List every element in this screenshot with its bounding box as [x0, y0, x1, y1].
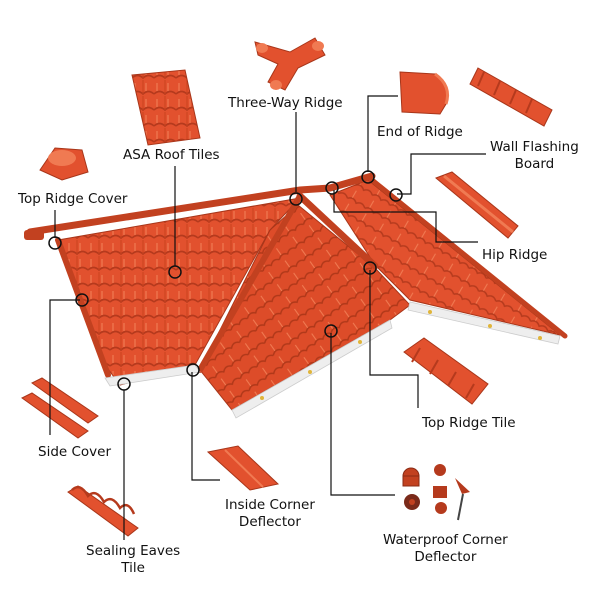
marker-three-way-ridge [289, 192, 303, 206]
marker-waterproof-corner-deflector [324, 324, 338, 338]
label-three-way-ridge: Three-Way Ridge [228, 95, 343, 111]
leader-lines [49, 95, 486, 540]
hip-ridge-strip [296, 192, 379, 270]
label-waterproof-corner-deflector-line2: Deflector [414, 549, 477, 565]
label-wall-flashing-board-line1: Wall Flashing [490, 139, 579, 155]
marker-end-of-ridge [361, 170, 375, 184]
marker-sealing-eaves-tile [117, 377, 131, 391]
label-inside-corner-deflector-line1: Inside Corner [225, 497, 315, 513]
label-end-of-ridge: End of Ridge [377, 124, 463, 140]
label-top-ridge-cover: Top Ridge Cover [18, 191, 128, 207]
marker-top-ridge-tile [363, 261, 377, 275]
label-waterproof-corner-deflector: Waterproof Corner Deflector [383, 532, 508, 566]
marker-side-cover [75, 293, 89, 307]
label-wall-flashing-board-line2: Board [514, 156, 555, 172]
label-hip-ridge: Hip Ridge [482, 247, 548, 263]
waterproof-corner-deflector-part [402, 464, 470, 521]
label-inside-corner-deflector-line2: Deflector [238, 514, 301, 530]
end-of-ridge-part [399, 71, 450, 115]
three-way-ridge-part [254, 37, 326, 91]
right-hip-strip [369, 177, 568, 339]
marker-wall-flashing-board [389, 188, 403, 202]
eaves-fascia-right [407, 301, 561, 345]
label-inside-corner-deflector: Inside Corner Deflector [225, 497, 315, 531]
top-ridge-cover-on-roof [24, 230, 44, 240]
valley-strip [197, 193, 303, 373]
asa-roof-tiles-part [131, 69, 201, 146]
side-cover-strip [55, 237, 111, 378]
marker-top-ridge-cover [48, 236, 62, 250]
marker-asa-roof-tiles [168, 265, 182, 279]
label-wall-flashing-board: Wall Flashing Board [490, 139, 579, 173]
label-top-ridge-tile: Top Ridge Tile [422, 415, 516, 431]
eaves-fascia-front [231, 319, 393, 419]
label-waterproof-corner-deflector-line1: Waterproof Corner [383, 532, 508, 548]
top-ridge-tile-part [403, 337, 489, 405]
label-asa-roof-tiles: ASA Roof Tiles [123, 147, 220, 163]
hip-ridge-part [435, 171, 519, 239]
label-sealing-eaves-tile-line2: Tile [121, 560, 145, 576]
side-cover-part [21, 377, 99, 439]
top-ridge-strip [26, 172, 376, 236]
marker-inside-corner-deflector [186, 363, 200, 377]
wall-flashing-board-part [469, 67, 553, 127]
sealing-eaves-tile-part [67, 485, 139, 537]
callout-markers [48, 170, 403, 391]
label-sealing-eaves-tile: Sealing Eaves Tile [86, 543, 180, 577]
label-side-cover: Side Cover [38, 444, 112, 460]
top-ridge-cover-part [39, 147, 89, 181]
inside-corner-deflector-part [206, 445, 280, 491]
label-sealing-eaves-tile-line1: Sealing Eaves [86, 543, 181, 559]
marker-hip-ridge [325, 181, 339, 195]
roof-main [24, 172, 568, 419]
